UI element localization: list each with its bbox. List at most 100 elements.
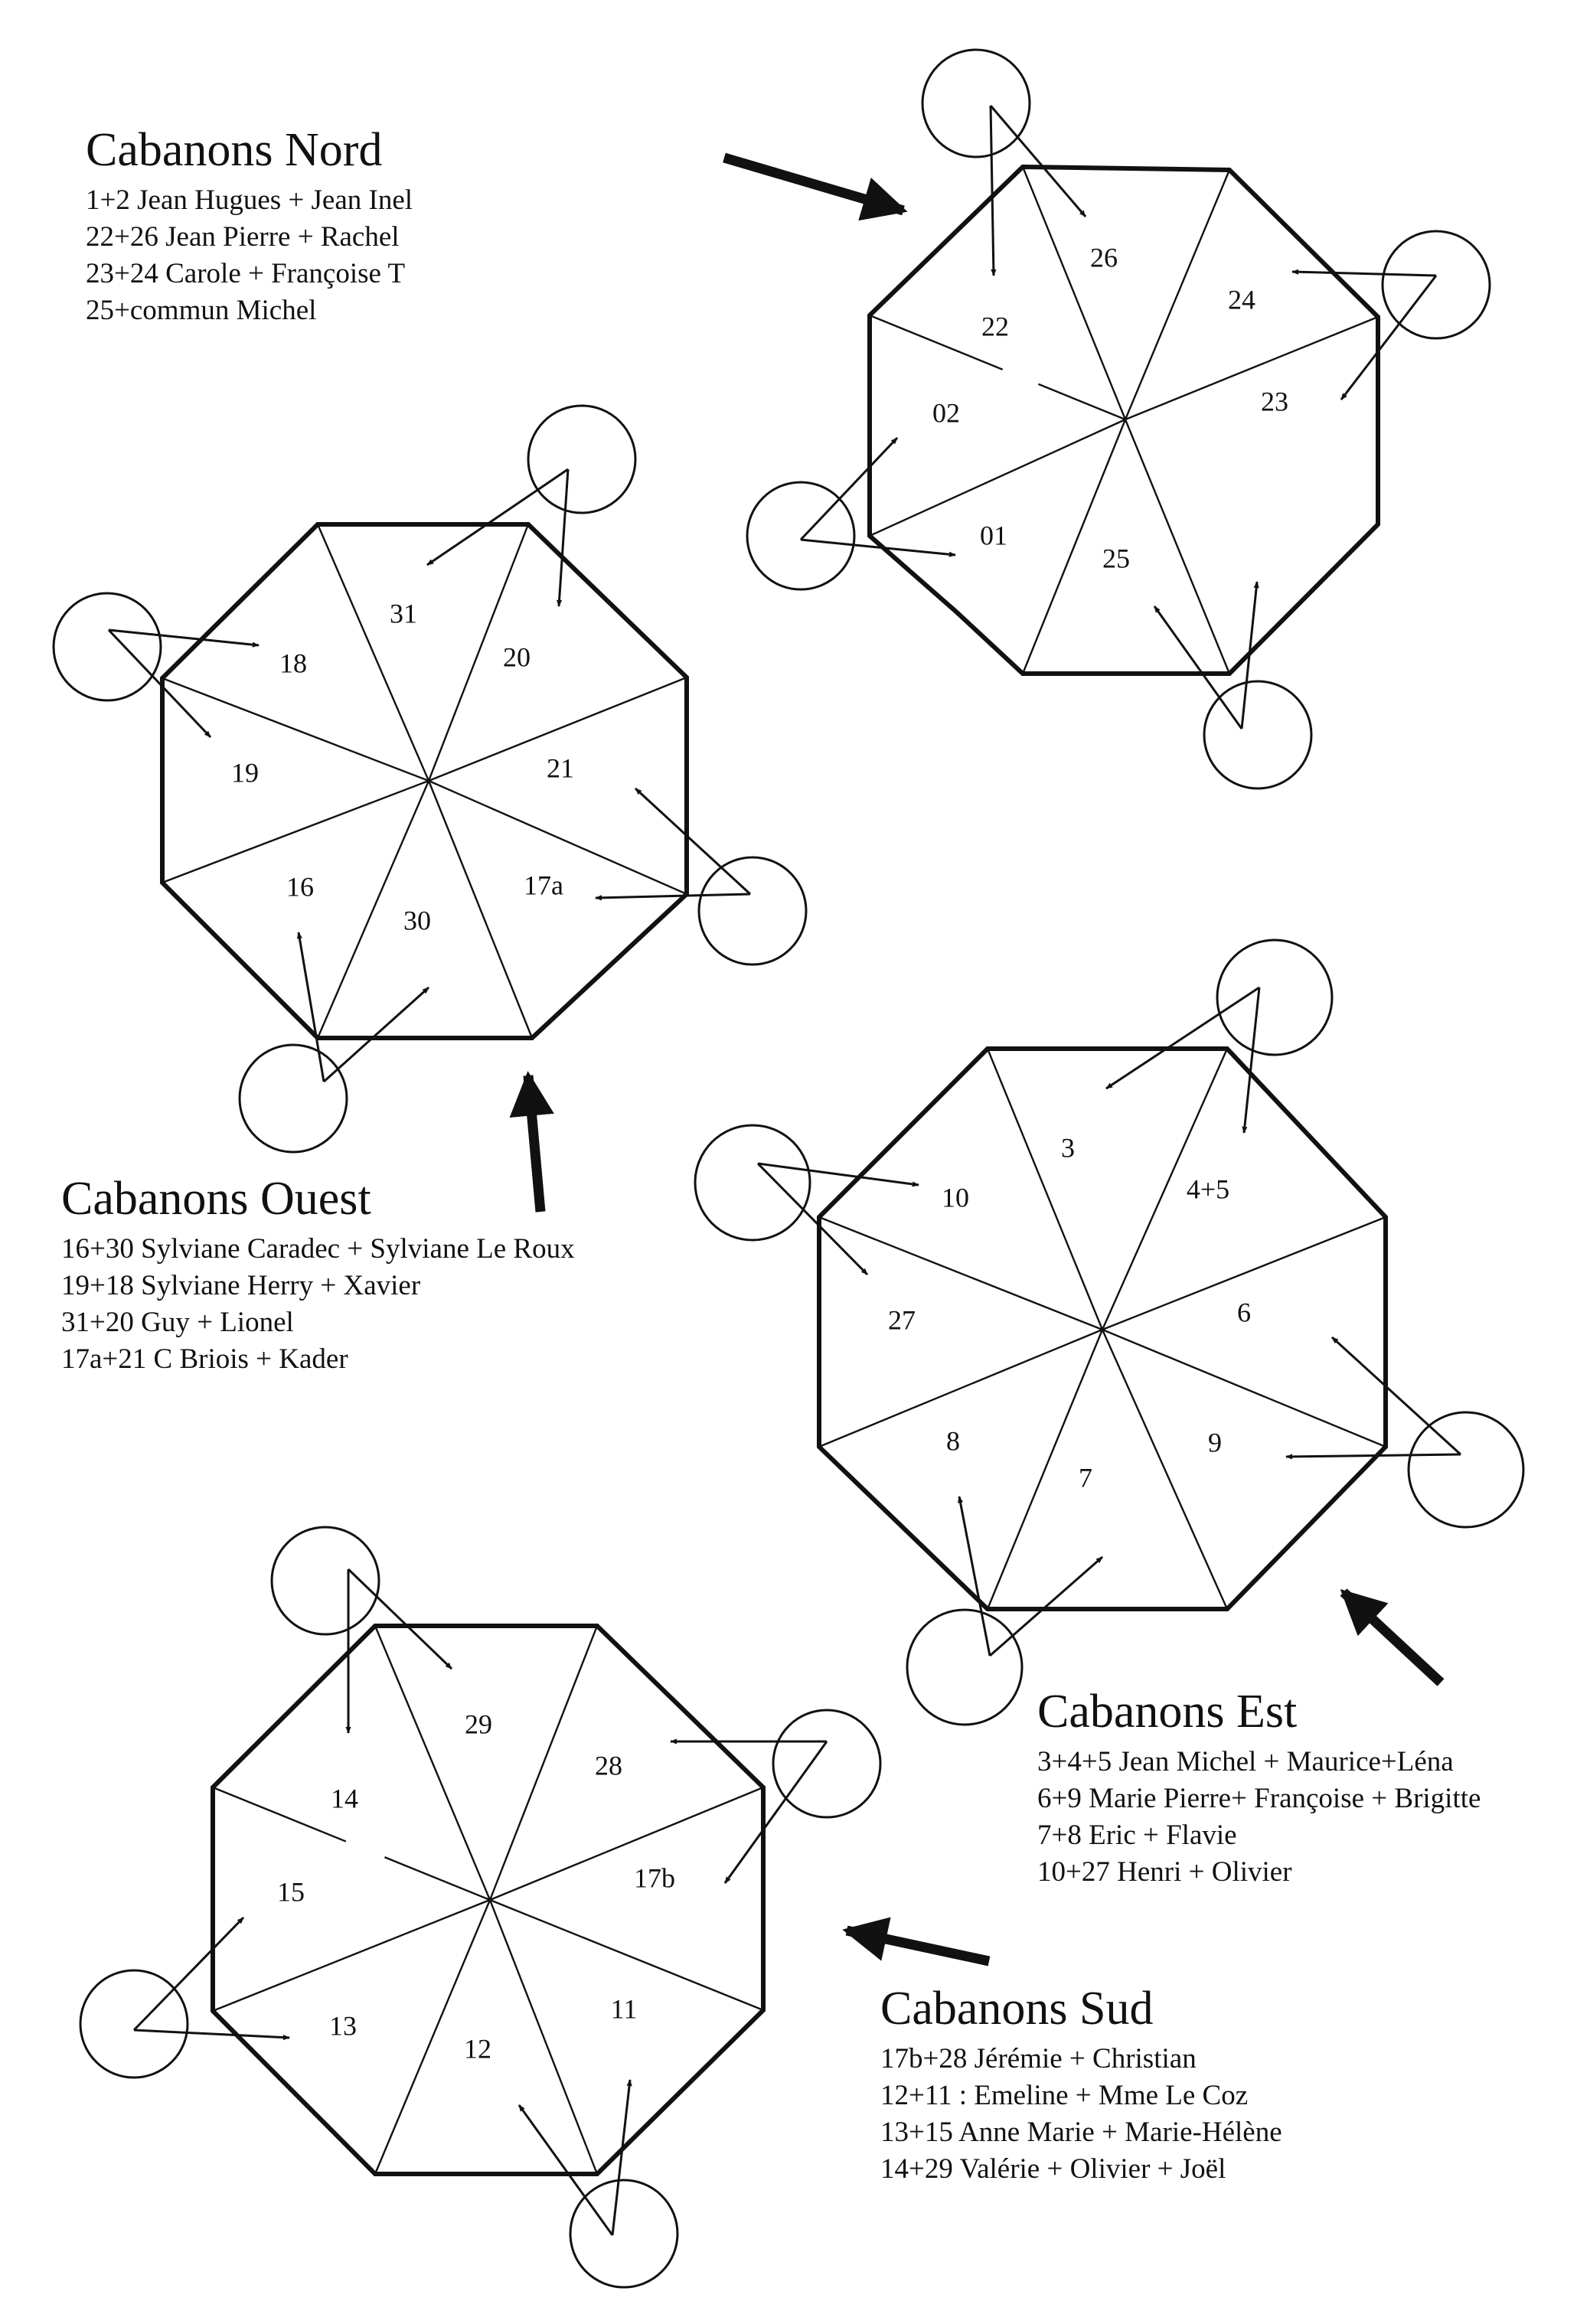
divider-line xyxy=(818,1216,1103,1331)
plot-label: 12 xyxy=(464,2033,491,2064)
water-point-circle xyxy=(1381,230,1491,340)
legend-title: Cabanons Est xyxy=(1037,1686,1298,1738)
water-point-circle xyxy=(921,48,1031,158)
direction-arrow xyxy=(296,932,325,1082)
plot-label: 20 xyxy=(503,641,531,672)
divider-line xyxy=(488,1899,599,2175)
divider-line xyxy=(427,780,534,1039)
legend-line: 16+30 Sylviane Caradec + Sylviane Le Rou… xyxy=(61,1233,575,1265)
legend-line: 1+2 Jean Hugues + Jean Inel xyxy=(86,184,413,216)
water-point-circle xyxy=(1216,938,1334,1056)
divider-line xyxy=(1037,383,1126,421)
legend-title: Cabanons Sud xyxy=(880,1983,1154,2035)
plot-label: 01 xyxy=(980,520,1007,550)
plot-label: 23 xyxy=(1261,386,1288,416)
divider-line xyxy=(1101,1048,1229,1330)
direction-arrow xyxy=(556,468,570,607)
divider-line xyxy=(427,524,530,782)
direction-arrow xyxy=(989,1555,1103,1657)
direction-arrow xyxy=(107,628,212,739)
legend-line: 25+commun Michel xyxy=(86,295,317,326)
direction-arrow xyxy=(634,787,752,896)
plot-label: 19 xyxy=(231,757,259,788)
direction-arrow xyxy=(800,538,956,557)
water-point-circle xyxy=(527,404,637,514)
divider-line xyxy=(316,524,430,782)
legend-line: 13+15 Anne Marie + Marie-Hélène xyxy=(880,2117,1282,2148)
direction-arrow xyxy=(757,1162,919,1187)
plot-label: 7 xyxy=(1079,1462,1092,1493)
direction-arrow xyxy=(347,1568,453,1670)
divider-line xyxy=(489,1898,764,2012)
legend-title: Cabanons Ouest xyxy=(61,1173,371,1225)
entrance-arrow xyxy=(723,152,908,221)
divider-line xyxy=(374,1625,491,1901)
direction-arrow xyxy=(1330,1336,1462,1456)
plot-label: 26 xyxy=(1090,242,1118,273)
legend-line: 31+20 Guy + Lionel xyxy=(61,1307,294,1338)
direction-arrow xyxy=(1240,581,1259,730)
water-point-circle xyxy=(906,1608,1024,1726)
divider-line xyxy=(316,780,430,1039)
water-point-circle xyxy=(697,856,808,966)
plot-label: 6 xyxy=(1237,1297,1251,1327)
direction-arrow xyxy=(108,628,260,648)
divider-line xyxy=(818,1328,1103,1448)
plot-label: 25 xyxy=(1102,543,1130,573)
direction-arrow xyxy=(518,2104,614,2236)
plot-label: 31 xyxy=(390,598,417,628)
legend-nord: Cabanons Nord 1+2 Jean Hugues + Jean Ine… xyxy=(86,122,413,329)
divider-line xyxy=(1124,169,1231,420)
plot-label: 13 xyxy=(329,2010,357,2041)
legend-line: 3+4+5 Jean Michel + Maurice+Léna xyxy=(1037,1746,1454,1777)
water-point-circle xyxy=(772,1709,882,1819)
legend-sud: Cabanons Sud 17b+28 Jérémie + Christian … xyxy=(880,1981,1282,2188)
divider-line xyxy=(489,1786,764,1901)
direction-arrow xyxy=(957,1496,991,1657)
plot-label: 27 xyxy=(888,1304,916,1335)
legend-ouest: Cabanons Ouest 16+30 Sylviane Caradec + … xyxy=(61,1171,575,1378)
plot-label: 17a xyxy=(524,870,563,900)
plot-label: 29 xyxy=(465,1709,492,1739)
water-point-circle xyxy=(52,592,162,702)
direction-arrow xyxy=(799,436,899,541)
direction-arrow xyxy=(595,893,751,901)
divider-line xyxy=(1124,419,1231,674)
legend-title: Cabanons Nord xyxy=(86,124,383,176)
plot-label: 16 xyxy=(286,871,314,902)
divider-line xyxy=(869,314,1004,370)
plot-label: 4+5 xyxy=(1187,1173,1229,1204)
water-point-circle xyxy=(238,1043,348,1154)
direction-arrow xyxy=(723,1741,828,1884)
plot-label: 10 xyxy=(942,1182,969,1213)
plot-label: 14 xyxy=(331,1783,358,1813)
plot-label: 30 xyxy=(403,905,431,935)
plot-label: 3 xyxy=(1061,1132,1075,1163)
direction-arrow xyxy=(322,986,430,1083)
divider-line xyxy=(1101,1329,1229,1610)
octagon-nord xyxy=(867,164,1380,676)
divider-line xyxy=(212,1898,491,2012)
divider-line xyxy=(1102,1216,1386,1331)
direction-arrow xyxy=(1340,275,1438,400)
legend-line: 23+24 Carole + Françoise T xyxy=(86,258,406,289)
water-point-circle xyxy=(694,1124,811,1242)
legend-line: 14+29 Valérie + Olivier + Joël xyxy=(880,2153,1226,2185)
plot-label: 28 xyxy=(595,1750,622,1781)
plot-label: 17b xyxy=(634,1862,675,1893)
water-point-circle xyxy=(1407,1411,1525,1529)
water-point-circle xyxy=(746,481,856,591)
divider-line xyxy=(1021,419,1127,674)
entrance-arrow xyxy=(1340,1588,1445,1686)
divider-line xyxy=(986,1329,1104,1610)
legend-line: 7+8 Eric + Flavie xyxy=(1037,1820,1237,1851)
direction-arrow xyxy=(132,1916,245,2032)
divider-line xyxy=(1125,315,1379,421)
direction-arrow xyxy=(1105,986,1260,1090)
divider-line xyxy=(374,1899,491,2175)
legend-line: 6+9 Marie Pierre+ Françoise + Brigitte xyxy=(1037,1783,1481,1814)
plot-label: 15 xyxy=(277,1876,305,1907)
direction-arrow xyxy=(989,105,1087,217)
divider-line xyxy=(162,779,429,884)
